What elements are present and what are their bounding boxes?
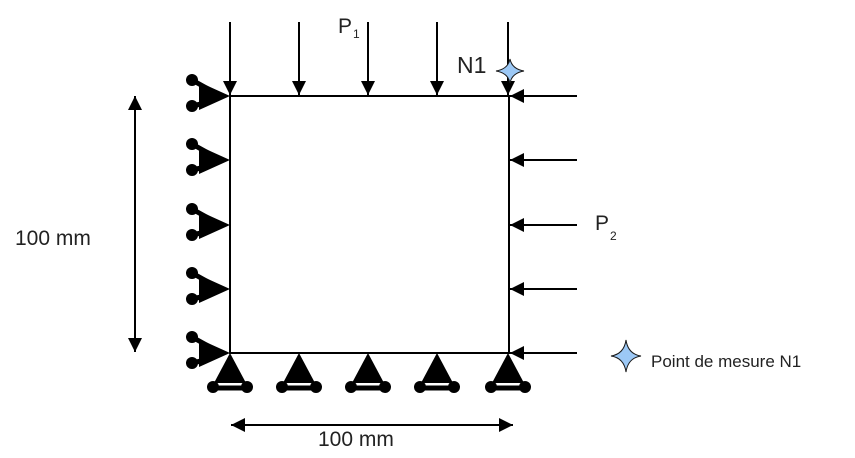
roller-circle <box>485 381 497 393</box>
roller-support <box>186 203 230 241</box>
load-p2-subscript: 2 <box>610 229 617 243</box>
load-p1-arrows <box>223 22 515 95</box>
roller-circle <box>186 138 198 150</box>
roller-support <box>485 353 531 393</box>
roller-circle <box>448 381 460 393</box>
support-triangle <box>492 353 524 383</box>
roller-circle <box>276 381 288 393</box>
n1-label: N1 <box>457 52 486 78</box>
roller-support <box>414 353 460 393</box>
width-dimension-label: 100 mm <box>318 428 394 451</box>
height-dimension-label: 100 mm <box>15 227 91 250</box>
load-p1-label: P <box>338 15 352 38</box>
roller-circle <box>186 164 198 176</box>
roller-circle <box>186 203 198 215</box>
roller-circle <box>186 74 198 86</box>
square-plate <box>229 95 510 354</box>
load-p2-arrows <box>510 89 577 360</box>
roller-support <box>207 353 253 393</box>
roller-support <box>186 74 230 112</box>
roller-circle <box>186 357 198 369</box>
roller-circle <box>345 381 357 393</box>
legend-label: Point de mesure N1 <box>651 352 801 371</box>
support-triangle <box>421 353 453 383</box>
left-roller-supports <box>186 74 230 369</box>
roller-circle <box>186 100 198 112</box>
roller-circle <box>186 331 198 343</box>
roller-circle <box>186 229 198 241</box>
roller-support <box>186 331 230 369</box>
bottom-roller-supports <box>207 353 531 393</box>
roller-support <box>345 353 391 393</box>
roller-circle <box>207 381 219 393</box>
legend-star-icon <box>610 339 642 373</box>
roller-circle <box>379 381 391 393</box>
roller-support <box>186 138 230 176</box>
roller-circle <box>186 267 198 279</box>
support-triangle <box>214 353 246 383</box>
support-triangle <box>352 353 384 383</box>
measurement-point-star-icon <box>495 58 525 84</box>
load-p1-subscript: 1 <box>353 27 360 41</box>
roller-circle <box>414 381 426 393</box>
load-p2-label: P <box>595 212 609 235</box>
roller-circle <box>519 381 531 393</box>
roller-support <box>186 267 230 305</box>
support-triangle <box>283 353 315 383</box>
roller-support <box>276 353 322 393</box>
roller-circle <box>186 293 198 305</box>
roller-circle <box>241 381 253 393</box>
roller-circle <box>310 381 322 393</box>
